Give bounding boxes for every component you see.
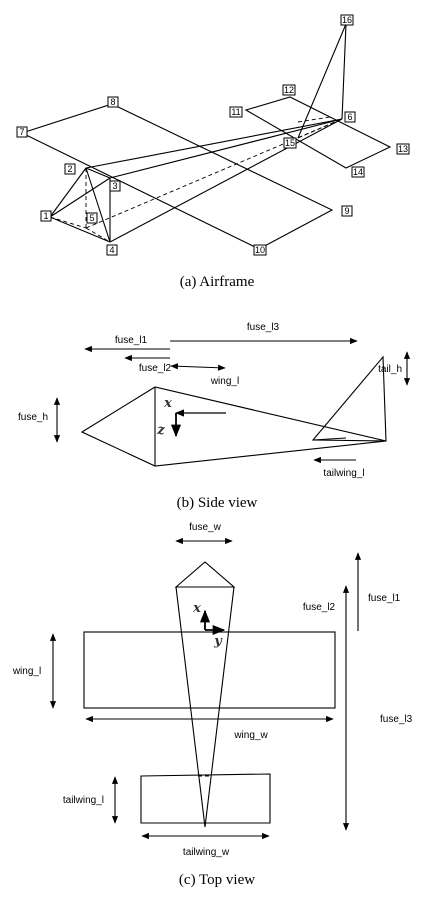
fuse-l3-label: fuse_l3 (247, 322, 280, 333)
point-label-6: 6 (344, 111, 356, 123)
point-label-10: 10 (253, 244, 267, 256)
x-axis-label: x (192, 601, 201, 616)
fuselage-edge (85, 118, 343, 169)
fuselage-body (80, 386, 387, 467)
point-label-3: 3 (109, 180, 121, 192)
tailwing-l-label: tailwing_l (63, 795, 104, 806)
tailwing-edge (312, 437, 347, 441)
point-label-14: 14 (351, 166, 365, 178)
hidden-fuselage-edge (85, 118, 343, 229)
fuselage-edge (109, 118, 343, 243)
point-labels: 1 2 3 4 5 6 7 8 9 10 11 12 13 14 15 16 (16, 14, 410, 256)
point-label-2: 2 (64, 163, 76, 175)
fuse-l2-label: fuse_l2 (139, 363, 172, 374)
fuse-l2-label: fuse_l2 (303, 602, 336, 613)
svg-text:15: 15 (285, 138, 295, 148)
fuse-l1-label: fuse_l1 (115, 335, 148, 346)
top-view-panel: x y fuse_w fuse_l1 fuse_l2 fuse_l3 wing_… (12, 522, 413, 858)
fuselage-top-edge (85, 167, 111, 179)
hidden-edge (49, 216, 87, 229)
tailwing-l-label: tailwing_l (323, 468, 364, 479)
hidden-edge (297, 116, 331, 123)
caption-top-view: (c) Top view (179, 872, 255, 888)
svg-text:7: 7 (19, 127, 24, 137)
svg-text:4: 4 (109, 245, 114, 255)
hidden-edge (85, 227, 111, 243)
svg-text:6: 6 (347, 112, 352, 122)
fuselage-edge-left (175, 586, 206, 828)
airframe-panel (20, 23, 392, 250)
y-axis-label: y (213, 634, 223, 649)
svg-text:14: 14 (353, 167, 363, 177)
fuselage-edge-right (204, 586, 235, 828)
wing-l-label: wing_l (12, 666, 41, 677)
tail-wing-top (140, 773, 271, 824)
point-label-15: 15 (283, 137, 297, 149)
nose-edge (49, 167, 87, 218)
svg-text:1: 1 (43, 211, 48, 221)
x-axis-label: x (163, 396, 172, 411)
nose-top (174, 561, 236, 588)
svg-text:8: 8 (110, 97, 115, 107)
fuselage-edge (109, 118, 343, 179)
tail-h-label: tail_h (378, 364, 402, 375)
point-label-7: 7 (16, 126, 28, 138)
point-label-16: 16 (340, 14, 354, 26)
svg-text:12: 12 (284, 85, 294, 95)
nose-edge (49, 177, 111, 218)
svg-text:11: 11 (231, 107, 240, 117)
caption-side-view: (b) Side view (177, 495, 258, 511)
point-label-11: 11 (229, 106, 243, 118)
svg-text:16: 16 (342, 15, 352, 25)
point-label-5: 5 (86, 212, 98, 224)
wing-l-arrow (170, 363, 226, 371)
svg-text:3: 3 (112, 181, 117, 191)
point-label-13: 13 (396, 143, 410, 155)
fuse-w-label: fuse_w (189, 522, 221, 533)
fuse-l1-label: fuse_l1 (368, 593, 401, 604)
main-wing-top (83, 631, 336, 709)
side-view-panel: x z fuse_l1 fuse_l3 fuse_l2 wing_l fuse_… (18, 322, 411, 479)
z-axis-label: z (156, 423, 165, 438)
svg-text:2: 2 (67, 164, 72, 174)
tailwing-w-label: tailwing_w (183, 847, 230, 858)
wing-w-label: wing_w (233, 730, 268, 741)
tail-fin-edge (341, 23, 347, 120)
main-wing (20, 103, 334, 250)
nose-edge (49, 216, 111, 243)
svg-text:13: 13 (398, 144, 408, 154)
tail-fin (311, 355, 387, 442)
point-label-12: 12 (282, 84, 296, 96)
hidden-edge (297, 118, 343, 139)
nose-edge (85, 167, 111, 243)
svg-text:5: 5 (89, 213, 94, 223)
fuse-l3-label: fuse_l3 (380, 714, 413, 725)
wing-l-label: wing_l (210, 376, 239, 387)
fuse-h-label: fuse_h (18, 412, 48, 423)
caption-airframe: (a) Airframe (180, 274, 255, 290)
tail-wing (244, 96, 392, 169)
point-label-9: 9 (341, 205, 353, 217)
svg-text:9: 9 (344, 206, 349, 216)
point-label-8: 8 (107, 96, 119, 108)
tail-fin-edge (297, 23, 347, 139)
point-label-1: 1 (40, 210, 52, 222)
point-label-4: 4 (106, 244, 118, 256)
svg-text:10: 10 (255, 245, 265, 255)
